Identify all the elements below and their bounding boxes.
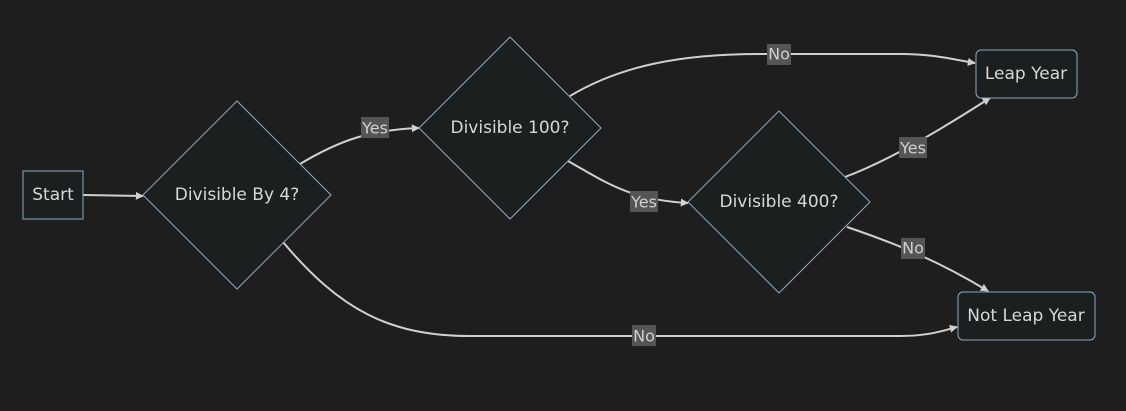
edge-label-div4-div100: Yes (361, 117, 389, 138)
node-not-leap-year: Not Leap Year (957, 291, 1096, 341)
node-divisible-100: Divisible 100? (418, 36, 602, 220)
edge-start-to-div4 (82, 191, 144, 200)
edge-div100-to-leap (569, 53, 976, 97)
edge-label-div4-notleap: No (632, 325, 656, 346)
node-label: Not Leap Year (967, 306, 1084, 326)
edge-label-div100-div400: Yes (630, 191, 658, 212)
node-leap-year: Leap Year (975, 49, 1078, 99)
node-label: Divisible 100? (450, 118, 569, 138)
edge-div4-to-div100 (299, 124, 420, 165)
node-divisible-by-4: Divisible By 4? (142, 100, 332, 290)
edge-label-text: Yes (899, 139, 926, 158)
edge-label-div400-leap: Yes (899, 137, 927, 158)
edge-label-text: Yes (630, 193, 657, 212)
node-label: Divisible 400? (719, 192, 838, 212)
edge-label-div400-notleap: No (901, 238, 925, 259)
node-label: Start (32, 185, 74, 205)
edge-div100-to-div400 (567, 160, 689, 207)
edge-label-div100-leap: No (767, 44, 791, 65)
edge-label-text: No (633, 327, 655, 346)
node-start: Start (22, 170, 84, 220)
edge-label-text: No (902, 239, 924, 258)
node-divisible-400: Divisible 400? (687, 110, 871, 294)
node-label: Leap Year (985, 64, 1067, 84)
edge-label-text: No (768, 45, 790, 64)
edge-label-text: Yes (361, 119, 388, 138)
node-label: Divisible By 4? (175, 185, 300, 205)
edge-div4-to-notleap (282, 241, 958, 337)
